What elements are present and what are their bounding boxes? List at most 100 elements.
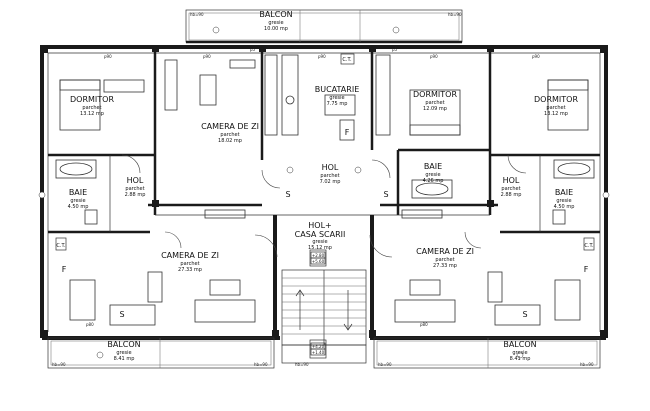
- room-label-baie-center: BAIE gresie 4.26 mp: [423, 162, 444, 184]
- room-area: 7.02 mp: [320, 179, 341, 185]
- doors: [121, 154, 527, 258]
- room-area: 4.50 mp: [68, 204, 89, 210]
- room-label-hol-center: HOL parchet 7.02 mp: [320, 163, 341, 185]
- level-upper-b: +5.60: [312, 259, 325, 264]
- room-area: 13.12 mp: [80, 111, 104, 117]
- room-floor: parchet: [220, 132, 239, 138]
- room-area: 7.75 mp: [327, 101, 348, 107]
- hb-label: hb=90: [190, 12, 204, 17]
- fridge-label: F: [584, 265, 589, 274]
- room-name: HOL+: [308, 221, 331, 230]
- window-label: p90: [430, 54, 438, 59]
- room-area: 8.41 mp: [114, 356, 135, 362]
- room-floor: gresie: [268, 20, 283, 26]
- room-label-balcon-right: BALCON gresie 8.41 mp: [503, 340, 536, 362]
- room-floor: parchet: [180, 261, 199, 267]
- room-floor: parchet: [320, 173, 339, 179]
- room-floor: gresie: [556, 198, 571, 204]
- room-floor: gresie: [70, 198, 85, 204]
- storage-label: S: [522, 310, 527, 319]
- room-label-dormitor-right: DORMITOR parchet 13.12 mp: [534, 95, 578, 117]
- room-name: BUCATARIE: [315, 85, 360, 94]
- pillar-label: p5: [392, 47, 398, 52]
- room-floor: parchet: [501, 186, 520, 192]
- room-name: BALCON: [259, 10, 292, 19]
- room-area: 27.33 mp: [178, 267, 202, 273]
- room-name: DORMITOR: [413, 90, 457, 99]
- ct-label: C.T.: [56, 243, 66, 249]
- room-floor: gresie: [512, 350, 527, 356]
- storage-label: S: [119, 310, 124, 319]
- level-lower-b: +1.40: [312, 350, 325, 355]
- room-label-dormitor-center: DORMITOR parchet 12.09 mp: [413, 90, 457, 112]
- room-label-balcon-left: BALCON gresie 8.41 mp: [107, 340, 140, 362]
- pillar-label: p5: [250, 47, 256, 52]
- level-lower-a: +4.20: [312, 344, 325, 349]
- room-name: CAMERA DE ZI: [161, 251, 219, 260]
- room-label-camera-lower-left: CAMERA DE ZI parchet 27.33 mp: [161, 251, 219, 273]
- room-area: 15.12 mp: [308, 245, 332, 251]
- room-label-baie-right: BAIE gresie 4.50 mp: [554, 188, 575, 210]
- room-name: BAIE: [424, 162, 442, 171]
- hb-label: hb=90: [52, 362, 66, 367]
- room-area: 13.12 mp: [544, 111, 568, 117]
- room-floor: gresie: [425, 172, 440, 178]
- room-label-balcon-top: BALCON gresie 10.00 mp: [259, 10, 292, 32]
- balcony-top: [185, 9, 463, 44]
- window-label: p90: [532, 54, 540, 59]
- room-floor: gresie: [312, 239, 327, 245]
- room-label-camera-lower-right: CAMERA DE ZI parchet 27.33 mp: [416, 247, 474, 269]
- structural-columns: [40, 45, 608, 338]
- room-name: CAMERA DE ZI: [201, 122, 259, 131]
- room-label-camera-upper: CAMERA DE ZI parchet 18.02 mp: [201, 122, 259, 144]
- room-label-baie-left: BAIE gresie 4.50 mp: [68, 188, 89, 210]
- room-name: BALCON: [107, 340, 140, 349]
- room-name: HOL: [322, 163, 339, 172]
- room-area: 8.41 mp: [510, 356, 531, 362]
- room-name: HOL: [127, 176, 144, 185]
- room-floor: parchet: [546, 105, 565, 111]
- room-area: 4.26 mp: [423, 178, 444, 184]
- room-name: BAIE: [69, 188, 87, 197]
- room-name-2: CASA SCARII: [295, 230, 346, 239]
- room-area: 27.33 mp: [433, 263, 457, 269]
- room-floor: parchet: [125, 186, 144, 192]
- room-floor: gresie: [116, 350, 131, 356]
- window-label: p90: [203, 54, 211, 59]
- level-upper-a: +2.80: [312, 253, 325, 258]
- window-label: p90: [318, 54, 326, 59]
- hb-label: hb=90: [295, 362, 309, 367]
- room-name: DORMITOR: [534, 95, 578, 104]
- hb-label: hb=90: [378, 362, 392, 367]
- fixture-labels: C.T. C.T. C.T. F F F S S S S: [55, 53, 595, 319]
- interior-walls: [48, 47, 600, 338]
- room-area: 2.88 mp: [125, 192, 146, 198]
- room-floor: gresie: [329, 95, 344, 101]
- room-area: 4.50 mp: [554, 204, 575, 210]
- room-area: 18.02 mp: [218, 138, 242, 144]
- hb-label: hb=90: [254, 362, 268, 367]
- room-label-dormitor-left: DORMITOR parchet 13.12 mp: [70, 95, 114, 117]
- hb-label: hb=90: [448, 12, 462, 17]
- room-name: HOL: [503, 176, 520, 185]
- room-label-hol-scara: HOL+ CASA SCARII gresie 15.12 mp: [295, 221, 346, 251]
- opening-labels: hb=90 hb=90 hb=90 hb=90 hb=90 hb=90 hb=9…: [52, 12, 594, 367]
- window-label: p90: [104, 54, 112, 59]
- room-name: BALCON: [503, 340, 536, 349]
- markers: [38, 26, 610, 359]
- room-name: DORMITOR: [70, 95, 114, 104]
- room-floor: parchet: [435, 257, 454, 263]
- room-floor: parchet: [425, 100, 444, 106]
- window-label: p80: [86, 322, 94, 327]
- fridge-label: F: [62, 265, 67, 274]
- furniture: [55, 54, 595, 326]
- room-area: 10.00 mp: [264, 26, 288, 32]
- balcony-bottom: [47, 337, 601, 369]
- staircase: [281, 249, 367, 364]
- ct-label: C.T.: [342, 57, 352, 63]
- room-name: CAMERA DE ZI: [416, 247, 474, 256]
- window-label: p80: [420, 322, 428, 327]
- hb-label: hb=90: [580, 362, 594, 367]
